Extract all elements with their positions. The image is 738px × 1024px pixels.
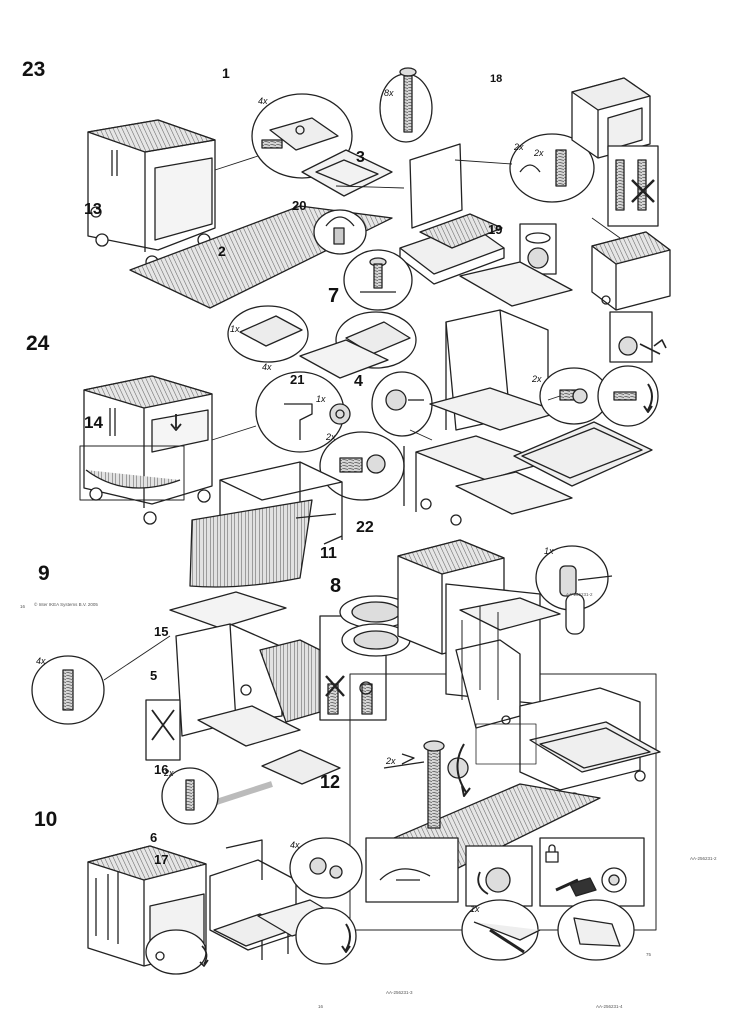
part-label-4: 4: [354, 373, 363, 390]
shelf-plate-3: [301, 149, 393, 197]
step-number-23: 23: [22, 58, 45, 81]
bracket-bubble-9: [535, 545, 613, 635]
qty-bracket-9: 1x: [544, 546, 554, 556]
page-number-mid: 16: [318, 1004, 324, 1009]
screw-bubble-10: [289, 837, 363, 965]
cabinet-10: [87, 845, 209, 975]
part-label-17: 17: [154, 852, 168, 867]
doc-code-c: AA-256231-4: [596, 1004, 623, 1009]
part-label-20: 20: [292, 198, 306, 213]
cabinet-18-topright: [571, 77, 651, 159]
step-10-group: [87, 837, 635, 975]
part-label-12: 12: [320, 772, 340, 792]
screw-rotate-detail: [383, 740, 471, 829]
qty-dowel-9: 4x: [36, 656, 46, 666]
part-label-8: 8: [330, 575, 341, 597]
part-label-13: 13: [84, 201, 102, 218]
doc-code-d: AA-256231-2: [566, 592, 593, 597]
detail-bubble-hinge: [509, 133, 595, 203]
part-label-7: 7: [328, 285, 339, 307]
lock-icon: [545, 844, 559, 863]
cross-mark-icon: [631, 179, 655, 203]
wrong-way-box: [607, 145, 659, 227]
side-panel-18: [409, 143, 463, 229]
curved-arrow-icon: [643, 383, 653, 413]
part-label-18: 18: [490, 73, 502, 85]
part-8-box: [319, 595, 413, 721]
part-label-16: 16: [154, 762, 168, 777]
step-24-group: [79, 305, 659, 588]
step-number-10: 10: [34, 808, 57, 831]
step-number-9: 9: [38, 562, 50, 585]
qty-screw-mid: 1x: [316, 394, 326, 404]
cabinet-small-right: [591, 231, 671, 311]
part-label-21: 21: [290, 372, 304, 387]
detail-bubble-7: [343, 249, 413, 311]
qty-small-9: 2x: [163, 768, 174, 778]
page-number-right: 75: [646, 952, 652, 957]
part-label-3: 3: [356, 149, 365, 166]
frame-with-roll-door: [189, 461, 343, 588]
qty-knob-right: 2x: [531, 374, 542, 384]
qty-hinge-right: 2x: [533, 148, 544, 158]
part-label-5: 5: [150, 668, 157, 683]
part-label-11: 11: [320, 545, 337, 562]
copyright-note: © Inter IKEA Systems B.V. 2005: [34, 601, 98, 607]
qty-handle-9: 2x: [385, 756, 396, 766]
step-9-group: [31, 539, 661, 931]
qty-pin-10: 1x: [470, 904, 480, 914]
pin-detail-10: [461, 899, 635, 961]
cabinet-23: [87, 119, 216, 269]
detail-bubble-cam: [371, 371, 433, 437]
qty-plate-left: 4x: [262, 362, 272, 372]
part-label-15: 15: [154, 624, 168, 639]
page-number-left: 16: [20, 604, 26, 609]
doc-code-b: AA-256231-3: [386, 990, 413, 995]
qty-dowel-right: 2x: [513, 142, 524, 152]
detail-bubble-screw: [379, 67, 433, 143]
frame-24-right: [403, 309, 573, 526]
detail-bubble-dowel-9: [31, 635, 171, 725]
qty-screw-10: 4x: [290, 840, 300, 850]
hammer-icon: [639, 339, 667, 355]
qty-bolt-top: 4x: [258, 96, 268, 106]
detail-bubble-20: [313, 209, 367, 255]
detail-bubble-21: [255, 371, 351, 453]
part-label-2: 2: [218, 243, 226, 259]
doc-code-a: AA-256231-2: [690, 856, 717, 861]
qty-fitting-mid: 2x: [325, 432, 336, 442]
detail-bubble-bolts: [251, 93, 353, 179]
qty-cam-left: 1x: [230, 324, 240, 334]
part-label-19: 19: [488, 222, 502, 237]
frame-5: [175, 623, 321, 747]
qty-screw-top: 8x: [384, 88, 394, 98]
top-panel-15: [169, 591, 287, 629]
step-number-24: 24: [26, 332, 50, 355]
shelf-unit-9-right: [519, 687, 661, 804]
drawer-10: [209, 839, 345, 960]
part-label-22: 22: [356, 519, 374, 536]
part-label-1: 1: [222, 65, 230, 81]
dowel-box-16: [145, 699, 181, 761]
detail-boxes-9: [365, 837, 645, 907]
cabinet-9: [397, 539, 561, 729]
part-label-14: 14: [84, 413, 103, 432]
step-23-group: [87, 67, 671, 363]
down-arrow-icon: [170, 414, 182, 431]
cabinet-24: [79, 375, 213, 525]
detail-bubble-fitting: [319, 431, 405, 501]
part-label-6: 6: [150, 830, 157, 845]
detail-bubble-knob: [539, 365, 659, 427]
